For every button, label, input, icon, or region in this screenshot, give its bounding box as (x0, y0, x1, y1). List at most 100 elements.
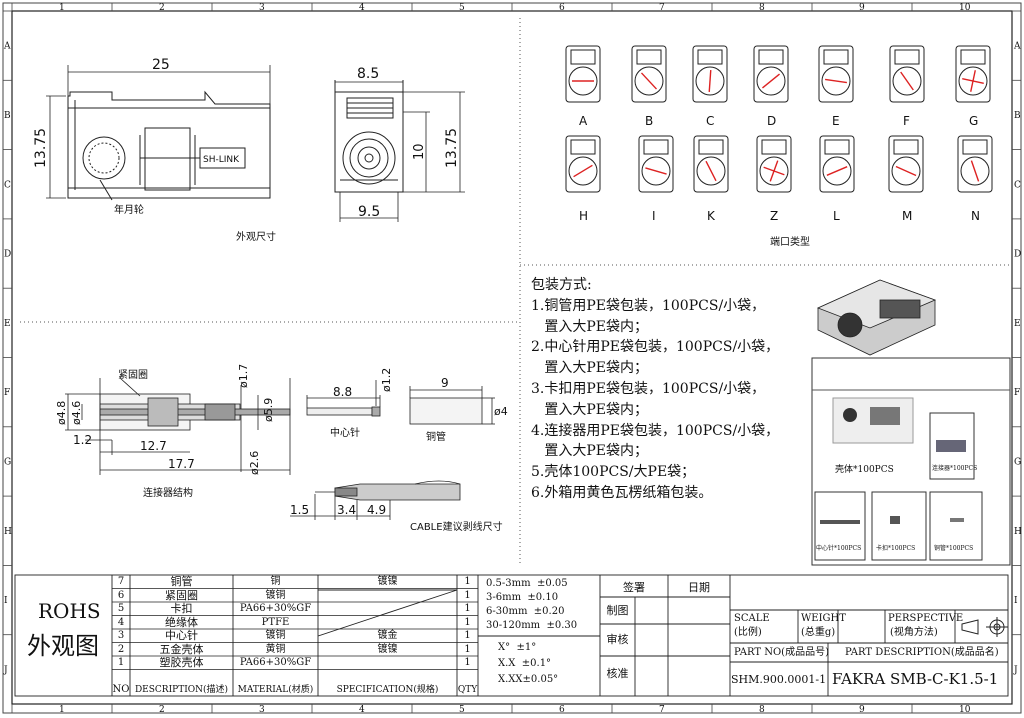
dim-d5-9: ø5.9 (262, 398, 275, 422)
hdr-spec: SPECIFICATION(规格) (336, 685, 439, 695)
port-E-icon (818, 45, 854, 103)
port-G-icon (955, 45, 991, 103)
scale-label: SCALE (734, 613, 770, 624)
connector-3d (816, 279, 937, 356)
col-label-7: 7 (659, 3, 665, 13)
port-C-icon (692, 45, 728, 103)
col-label-4: 4 (359, 705, 365, 715)
dim-4-9: 4.9 (367, 503, 386, 517)
dim-10: 10 (412, 143, 427, 160)
dim-d4: ø4 (494, 405, 508, 418)
row-label-D: D (4, 250, 11, 260)
approve-label: 核准 (606, 667, 629, 680)
tolerance-row: 6-30mm ±0.20 (486, 606, 565, 617)
packaging-line: 2.中心针用PE袋包装，100PCS/小袋， (531, 339, 780, 356)
dim-17-7: 17.7 (168, 457, 195, 471)
dim-13-75-right: 13.75 (444, 128, 460, 168)
row-label-H: H (1014, 527, 1022, 537)
port-L-icon (819, 135, 855, 193)
packaging-line: 置入大PE袋内； (531, 360, 648, 377)
sign-label: 签署 (623, 581, 645, 594)
tolerance-row: 3-6mm ±0.10 (486, 592, 559, 603)
col-label-4: 4 (359, 3, 365, 13)
bom-mat: 黄铜 (265, 643, 286, 655)
projection-symbol (961, 617, 1008, 637)
bom-qty: 1 (464, 603, 471, 614)
row-label-E: E (4, 319, 11, 329)
view-name: 外观图 (27, 632, 99, 660)
port-label-L: L (833, 209, 840, 223)
caption-cable-strip: CABLE建议剥线尺寸 (410, 520, 503, 533)
front-view (334, 80, 465, 222)
bom-qty: 1 (464, 576, 471, 587)
col-label-6: 6 (559, 3, 565, 13)
packaging-instructions: 包装方式: 1.铜管用PE袋包装，100PCS/小袋， 置入大PE袋内；2.中心… (531, 275, 779, 504)
bom-spec: 镀金 (377, 630, 398, 641)
bom-desc: 塑胶壳体 (159, 656, 204, 669)
drawn-label: 制图 (606, 604, 629, 617)
center-pin (306, 380, 381, 417)
port-H-icon (565, 135, 601, 193)
port-M-icon (888, 135, 924, 193)
photo-connector: 连接器*100PCS (932, 464, 977, 472)
scale-cn: (比例) (734, 627, 762, 638)
packaging-title: 包装方式: (531, 277, 592, 293)
col-label-1: 1 (59, 3, 65, 13)
port-A-icon (565, 45, 601, 103)
packaging-line: 5.壳体100PCS/大PE袋； (531, 464, 696, 481)
hdr-mat: MATERIAL(材质) (237, 685, 314, 695)
bom-no: 3 (117, 630, 125, 641)
tolerance-row: 0.5-3mm ±0.05 (486, 578, 568, 589)
packaging-line: 4.连接器用PE袋包装，100PCS/小袋， (531, 422, 780, 439)
bom-desc: 绝缘体 (165, 615, 198, 629)
row-label-F: F (4, 388, 10, 398)
side-view (67, 90, 271, 199)
dim-3-4: 3.4 (337, 503, 356, 517)
port-label-G: G (969, 114, 978, 128)
row-label-D: D (1014, 250, 1021, 260)
dim-1-5: 1.5 (290, 503, 309, 517)
angle-tolerance-row: X° ±1° (498, 642, 537, 653)
section-view (65, 377, 291, 475)
dim-25: 25 (152, 57, 170, 73)
bom-mat: PA66+30%GF (239, 657, 312, 668)
angle-tolerance-row: X.XX±0.05° (498, 674, 559, 685)
dim-d4-8: ø4.8 (55, 401, 68, 425)
row-label-C: C (1014, 180, 1021, 190)
col-label-5: 5 (459, 3, 465, 13)
bom-desc: 铜管 (170, 575, 193, 588)
part-no-label: PART NO(成品品号) (734, 647, 829, 658)
col-label-10: 10 (959, 3, 971, 13)
check-label: 审核 (606, 633, 629, 646)
bom-qty: 1 (464, 616, 471, 628)
packaging-line: 3.卡扣用PE袋包装，100PCS/小袋， (531, 380, 766, 397)
bom-mat: PA66+30%GF (239, 603, 312, 614)
bom-no: 7 (117, 576, 125, 587)
persp-label: PERSPECTIVE (888, 613, 964, 624)
packaging-line: 6.外箱用黄色瓦楞纸箱包装。 (531, 484, 713, 501)
bom-mat: 镀铜 (265, 589, 286, 601)
title-block-grid (14, 574, 1009, 697)
photo-clip: 卡扣*100PCS (876, 544, 915, 552)
dim-8-8: 8.8 (333, 385, 352, 399)
port-label-Z: Z (770, 209, 778, 223)
row-label-H: H (4, 527, 12, 537)
persp-cn: (视角方法) (890, 627, 938, 638)
dim-d1-2: ø1.2 (380, 368, 393, 392)
col-label-7: 7 (659, 705, 665, 715)
port-Z-icon (756, 135, 792, 193)
cable-strip (290, 480, 461, 520)
bom-no: 5 (117, 603, 125, 614)
port-label-H: H (579, 209, 588, 223)
wheel-label: 年月轮 (114, 203, 144, 216)
bom-no: 4 (117, 616, 125, 628)
bom-no: 6 (117, 589, 125, 601)
bom-desc: 紧固圈 (165, 588, 198, 602)
col-label-3: 3 (259, 705, 265, 715)
row-label-A: A (3, 42, 11, 52)
port-label-C: C (706, 114, 714, 128)
weight-label: WEIGHT (801, 613, 846, 624)
col-label-1: 1 (59, 705, 65, 715)
